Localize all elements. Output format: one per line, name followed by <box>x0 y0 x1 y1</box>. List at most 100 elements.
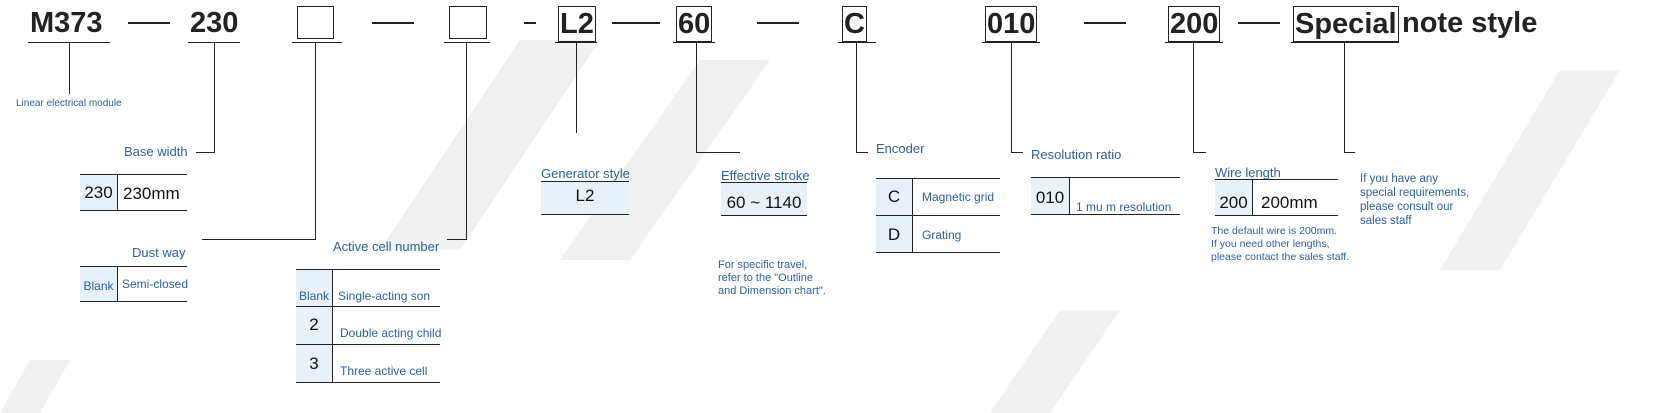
leader-line <box>1344 42 1345 153</box>
base-width-code: 230 <box>84 183 113 202</box>
table-rule <box>541 214 629 215</box>
table-rule <box>876 215 1000 216</box>
table-key-cell <box>296 270 332 306</box>
effective-stroke-note: For specific travel, refer to the "Outli… <box>718 259 826 298</box>
generator-code: L2 <box>558 6 596 42</box>
leader-line <box>696 42 697 153</box>
table-rule <box>80 301 187 302</box>
table-rule <box>80 266 187 267</box>
special-code: Special <box>1293 6 1399 42</box>
model-description: Linear electrical module <box>16 98 122 109</box>
encoder-value: Magnetic grid <box>922 190 995 204</box>
wire-length-code: 200 <box>1219 193 1248 212</box>
stroke-code: 60 <box>676 6 713 42</box>
table-rule <box>1069 178 1070 214</box>
table-rule <box>296 269 440 270</box>
resolution-value: 1 mu m resolution <box>1076 200 1172 214</box>
table-rule <box>80 174 187 175</box>
dust-way-label: Dust way <box>132 245 186 260</box>
separator-dash <box>372 22 414 24</box>
table-key-cell <box>80 267 117 301</box>
table-rule <box>1215 215 1338 216</box>
resolution-code: 010 <box>1035 188 1065 207</box>
encoder-underline <box>838 42 876 43</box>
table-key-cell <box>541 182 629 214</box>
leader-line <box>69 42 70 94</box>
table-rule <box>876 178 1000 179</box>
note-line: please contact the sales staff. <box>1211 251 1350 263</box>
special-suffix: note style <box>1402 7 1538 39</box>
table-rule <box>721 215 807 216</box>
dust-way-code: Blank <box>83 279 114 293</box>
table-rule <box>296 344 440 345</box>
active-cell-placeholder-box <box>449 6 487 39</box>
table-key-cell <box>721 183 807 215</box>
base-width-value: 230mm <box>123 184 180 203</box>
wire-underline <box>1165 42 1223 43</box>
table-rule <box>876 252 1000 253</box>
leader-line <box>214 42 215 153</box>
table-key-cell <box>296 345 332 382</box>
encoder-value: Grating <box>922 228 962 242</box>
active-cell-code: 2 <box>309 315 319 334</box>
leader-line <box>576 42 577 133</box>
special-note: If you have any special requirements, pl… <box>1360 172 1469 228</box>
leader-line <box>1193 42 1194 153</box>
table-rule <box>296 306 440 307</box>
leader-line <box>202 239 316 240</box>
separator-dash <box>757 22 799 24</box>
active-cell-underline <box>444 42 490 43</box>
leader-line <box>856 152 868 153</box>
table-rule <box>117 175 118 210</box>
separator-dash <box>612 22 660 24</box>
note-line: sales staff <box>1360 215 1412 227</box>
leader-line <box>696 152 740 153</box>
note-line: If you need other lengths, <box>1211 238 1330 250</box>
table-rule <box>332 270 333 383</box>
note-line: If you have any <box>1360 173 1438 185</box>
resolution-ratio-label: Resolution ratio <box>1031 147 1122 162</box>
note-line: special requirements, <box>1360 187 1470 199</box>
leader-line <box>1011 152 1023 153</box>
encoder-code: C <box>842 6 867 42</box>
dust-way-value: Semi-closed <box>122 277 189 291</box>
leader-line <box>315 42 316 240</box>
wire-length-label: Wire length <box>1215 165 1281 180</box>
generator-style-value: L2 <box>575 186 595 205</box>
table-rule <box>541 181 629 182</box>
table-rule <box>1031 177 1180 178</box>
table-key-cell <box>876 216 912 252</box>
resolution-code: 010 <box>985 6 1038 42</box>
note-line: refer to the "Outline <box>718 272 814 284</box>
effective-stroke-label: Effective stroke <box>721 168 810 183</box>
note-line: and Dimension chart". <box>718 285 826 297</box>
table-rule <box>296 382 440 383</box>
active-cell-value: Three active cell <box>340 364 428 378</box>
note-line: please consult our <box>1360 201 1454 213</box>
leader-line <box>466 42 467 240</box>
wire-length-note: The default wire is 200mm. If you need o… <box>1211 225 1349 264</box>
width-code: 230 <box>190 7 239 39</box>
stroke-underline <box>673 42 715 43</box>
separator-dash <box>1084 22 1126 24</box>
leader-line <box>196 152 215 153</box>
base-width-label: Base width <box>124 144 188 159</box>
leader-line <box>1011 42 1012 153</box>
table-key-cell <box>876 179 912 215</box>
encoder-label: Encoder <box>876 141 925 156</box>
table-key-cell <box>80 175 117 210</box>
dust-way-placeholder-box <box>297 6 334 39</box>
special-underline <box>1291 42 1399 43</box>
wire-length-value: 200mm <box>1261 193 1318 212</box>
table-rule <box>721 182 807 183</box>
separator-dash <box>524 22 536 24</box>
table-rule <box>1252 180 1253 215</box>
table-key-cell <box>296 307 332 344</box>
table-rule <box>117 267 118 301</box>
leader-line <box>856 42 857 153</box>
table-key-cell <box>1031 178 1069 214</box>
model-code: M373 <box>30 7 103 39</box>
generator-style-label: Generator style <box>541 166 630 181</box>
note-line: The default wire is 200mm. <box>1211 225 1338 237</box>
table-rule <box>80 210 187 211</box>
